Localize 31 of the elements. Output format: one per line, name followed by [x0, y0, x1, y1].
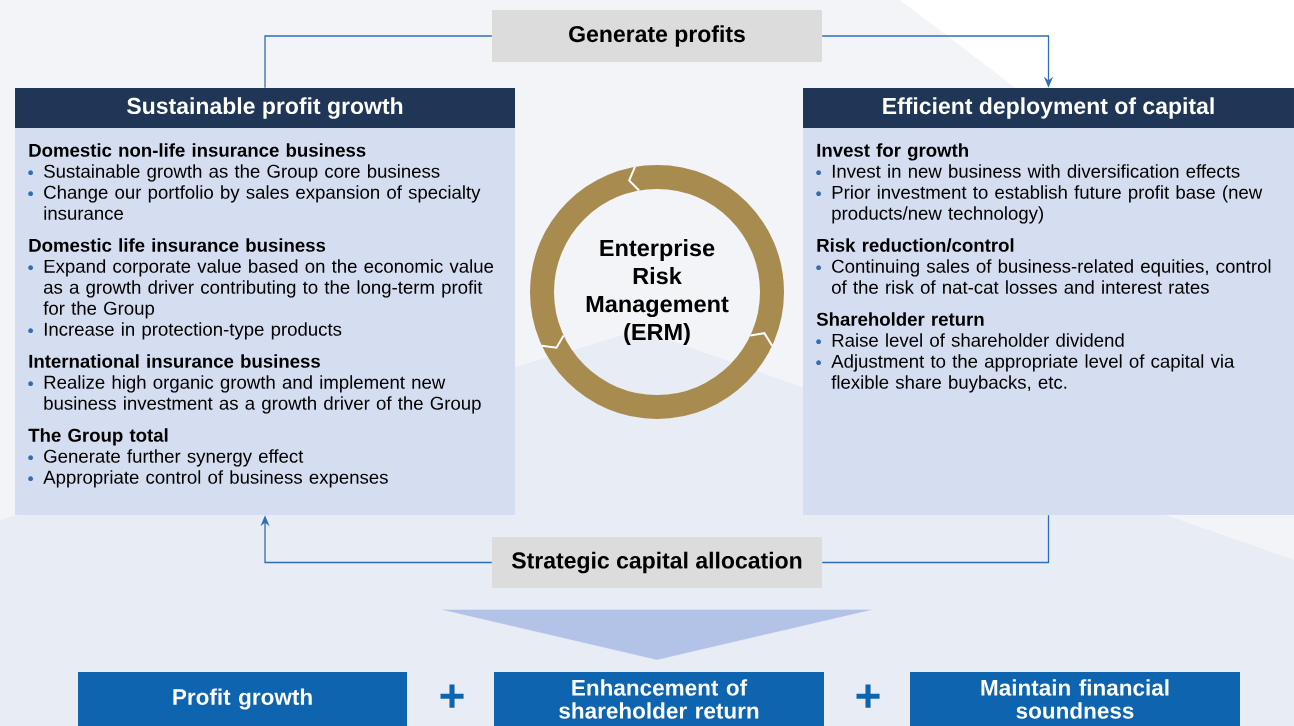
bullet-item: Realize high organic growth and implement new business investment as a growth driver of the Group	[28, 375, 481, 414]
cycle-ring: Enterprise Risk Management (ERM)	[530, 165, 784, 419]
bullet-item: Raise level of shareholder dividend	[816, 333, 1124, 347]
result-box: Maintain financial soundness	[910, 672, 1240, 726]
panel-header: Sustainable profit growth	[127, 97, 403, 119]
bullet-item: Sustainable growth as the Group core business	[28, 164, 440, 182]
section-heading: Invest for growth	[817, 143, 968, 161]
bullet-item: Increase in protection-type products	[28, 322, 342, 340]
bullet-item: Adjustment to the appropriate level of capital via flexible share buybacks, etc.	[816, 354, 1235, 393]
section-heading: The Group total	[28, 428, 168, 446]
section-heading: Risk reduction/control	[817, 238, 1014, 253]
text-panel	[15, 88, 515, 515]
label-box: Strategic capital allocation	[492, 537, 822, 588]
text-panel	[803, 88, 1294, 515]
bullet-item: Invest in new business with diversification effects	[816, 164, 1240, 178]
bullet-item: Change our portfolio by sales expansion of specialty insurance	[28, 185, 481, 220]
bullet-item: Appropriate control of business expenses	[28, 470, 388, 488]
panel-header: Efficient deployment of capital	[883, 97, 1214, 119]
result-box: Enhancement of shareholder return	[494, 672, 824, 726]
plus-sign: +	[440, 684, 464, 708]
section-heading: Domestic life insurance business	[29, 238, 326, 252]
label-box: Generate profits	[492, 10, 822, 62]
section-heading: Domestic non-life insurance business	[29, 143, 366, 157]
bullet-item: Continuing sales of business-related equities, control of the risk of nat-cat losses and interest rates	[816, 259, 1271, 294]
plus-sign: +	[856, 684, 880, 708]
bullet-item: Expand corporate value based on the economic value as a growth driver contributing to the long-term profit for the Group	[28, 259, 494, 319]
section-heading: International insurance business	[29, 354, 320, 368]
result-box: Profit growth	[78, 672, 407, 726]
section-heading: Shareholder return	[816, 312, 984, 326]
bullet-item: Prior investment to establish future profit base (new products/new technology)	[816, 185, 1263, 224]
bullet-item: Generate further synergy effect	[28, 449, 304, 467]
